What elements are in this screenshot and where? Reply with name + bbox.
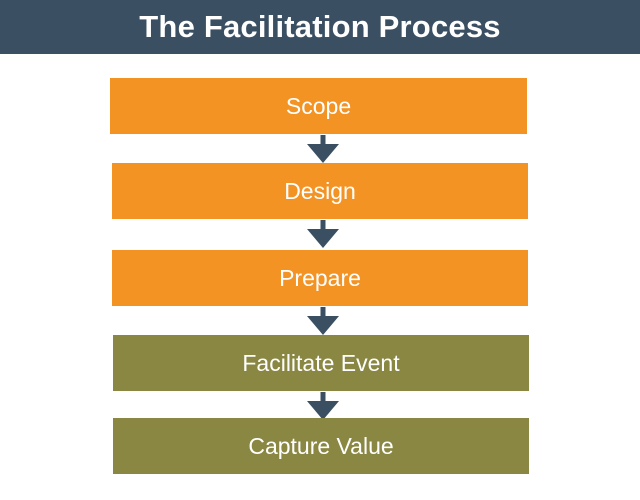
title-banner: The Facilitation Process <box>0 0 640 54</box>
step-facilitate-event: Facilitate Event <box>113 335 529 391</box>
step-label: Design <box>284 177 356 204</box>
step-scope: Scope <box>110 78 527 134</box>
step-design: Design <box>112 163 528 219</box>
step-label: Prepare <box>279 264 361 291</box>
step-label: Facilitate Event <box>242 349 400 376</box>
step-label: Scope <box>285 92 352 119</box>
down-arrow-icon <box>307 307 339 335</box>
step-label: Capture Value <box>248 432 394 459</box>
down-arrow-icon <box>307 220 339 248</box>
down-arrow-icon <box>307 135 339 163</box>
page-title: The Facilitation Process <box>139 9 501 44</box>
step-prepare: Prepare <box>112 250 528 306</box>
step-capture-value: Capture Value <box>113 418 529 474</box>
down-arrow-icon <box>307 392 339 420</box>
